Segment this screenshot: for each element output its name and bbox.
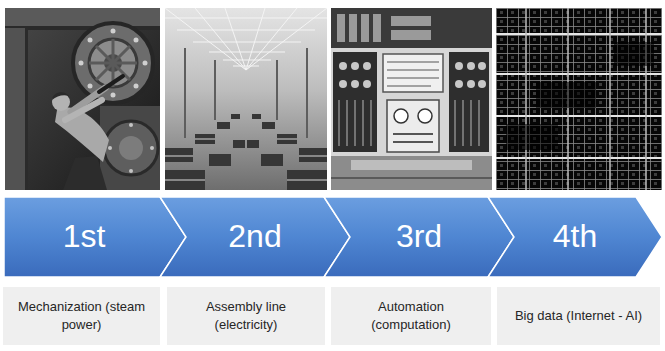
stage-caption: Mechanization (steam power) bbox=[11, 298, 152, 333]
caption-box: Assembly line (electricity) bbox=[167, 287, 325, 345]
steam-photo bbox=[5, 8, 160, 190]
stage-number: 4th bbox=[553, 219, 597, 254]
assembly-photo bbox=[165, 8, 327, 190]
stage-chevron: 1st bbox=[4, 197, 186, 277]
stage-number: 2nd bbox=[228, 219, 281, 254]
chevron-outline bbox=[324, 197, 514, 277]
stage-chevron: 4th bbox=[488, 197, 662, 277]
stage-caption: Automation (computation) bbox=[339, 298, 483, 333]
caption-box: Big data (Internet - AI) bbox=[497, 287, 660, 345]
stage-caption: Assembly line (electricity) bbox=[175, 298, 317, 333]
server-photo bbox=[496, 8, 662, 190]
chevron-outline bbox=[160, 197, 350, 277]
stage-caption: Big data (Internet - AI) bbox=[515, 307, 642, 325]
stage-chevron: 2nd bbox=[160, 197, 350, 277]
computer-photo bbox=[331, 8, 492, 190]
chevron-outline bbox=[488, 197, 662, 277]
caption-box: Mechanization (steam power) bbox=[3, 287, 160, 345]
chevron-outline bbox=[4, 197, 186, 277]
stage-number: 3rd bbox=[396, 219, 442, 254]
caption-box: Automation (computation) bbox=[331, 287, 491, 345]
stage-number: 1st bbox=[63, 219, 106, 254]
stage-chevron: 3rd bbox=[324, 197, 514, 277]
